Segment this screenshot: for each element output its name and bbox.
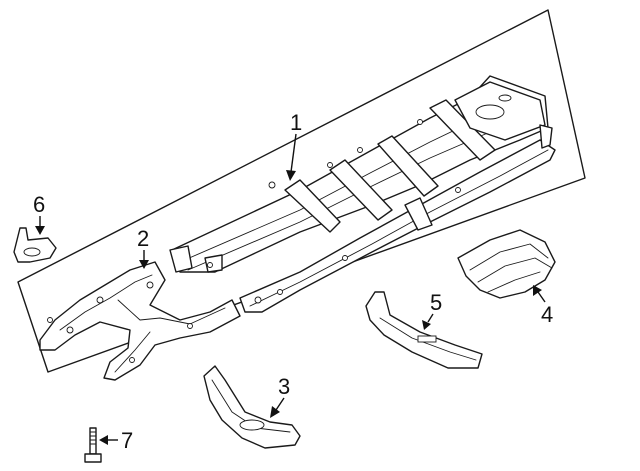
arrow-2 — [139, 260, 149, 269]
front-frame-section — [39, 261, 241, 381]
callout-5: 5 — [430, 290, 442, 315]
callout-2: 2 — [137, 226, 149, 251]
part-6-mount-bracket — [13, 227, 57, 263]
arrow-5 — [422, 320, 431, 330]
frame-assembly — [169, 75, 556, 313]
arrow-1 — [286, 170, 296, 181]
arrow-3 — [270, 406, 280, 418]
leader-4 — [537, 291, 546, 303]
arrow-7 — [99, 435, 108, 445]
arrow-4 — [533, 285, 542, 296]
callout-1: 1 — [290, 110, 302, 135]
arrow-6 — [35, 226, 45, 235]
callout-3: 3 — [278, 374, 290, 399]
part-7-bolt — [84, 427, 102, 463]
callout-4: 4 — [541, 302, 553, 327]
callout-6: 6 — [33, 192, 45, 217]
leader-5 — [427, 313, 434, 323]
leader-3 — [275, 397, 285, 411]
part-3-bracket — [203, 365, 301, 449]
part-5-crossmember — [365, 291, 483, 369]
part-4-skid-plate — [457, 229, 556, 299]
callout-7: 7 — [121, 428, 133, 453]
leader-1 — [290, 133, 297, 173]
assembly-outline — [17, 9, 586, 373]
